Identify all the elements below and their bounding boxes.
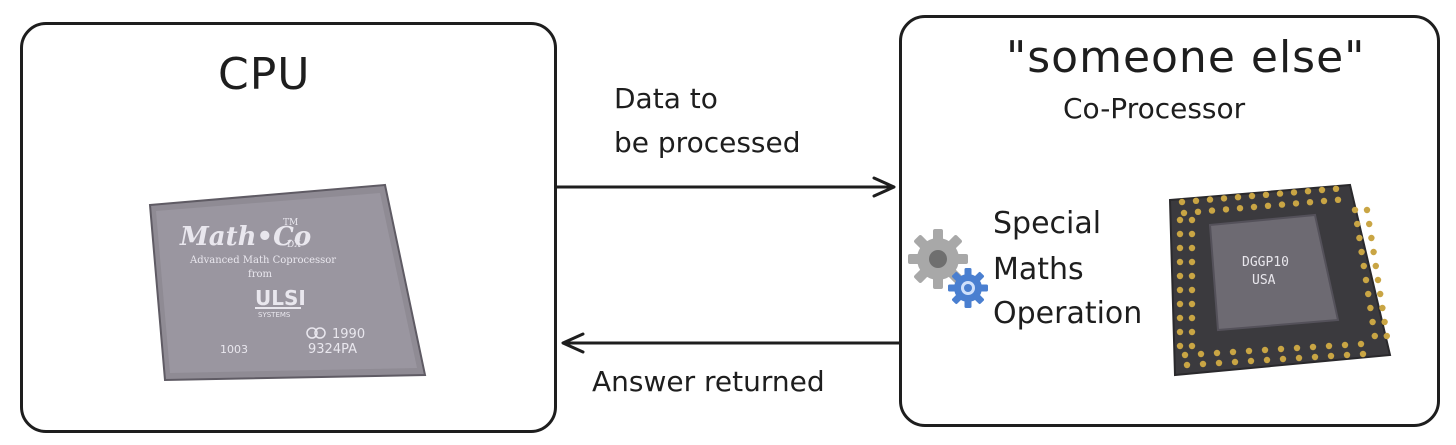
operation-label-line3: Operation <box>993 296 1143 331</box>
arrow-response-label: Answer returned <box>592 365 825 398</box>
gear-icon <box>948 268 988 308</box>
chip-line1: Advanced Math Coprocessor <box>189 255 336 266</box>
chip-brand-subscript: DX <box>287 240 301 250</box>
pga-chip-line1: DGGP10 <box>1242 255 1289 270</box>
chip-serial: 1003 <box>220 343 248 356</box>
math-coprocessor-chip-image: Math•Co TM DX Advanced Math Coprocessor … <box>148 183 427 382</box>
chip-maker-sub: SYSTEMS <box>258 311 291 319</box>
coprocessor-chip-image: DGGP10 USA <box>1168 183 1392 377</box>
arrow-response <box>561 332 902 354</box>
chip-maker: ULSI <box>255 286 306 310</box>
arrow-request <box>555 176 896 198</box>
operation-label-line1: Special <box>993 206 1102 241</box>
arrow-request-label-line2: be processed <box>614 126 801 159</box>
operation-label-line2: Maths <box>993 252 1084 287</box>
pga-chip-line2: USA <box>1252 273 1276 288</box>
chip-year: 1990 <box>332 327 365 342</box>
chip-brand-superscript: TM <box>283 218 298 228</box>
coprocessor-title: "someone else" <box>1006 32 1366 83</box>
arrow-request-label-line1: Data to <box>614 82 718 115</box>
chip-brand-text: Math•Co <box>179 222 311 252</box>
cpu-title: CPU <box>218 49 311 100</box>
coprocessor-subtitle: Co-Processor <box>1063 92 1246 125</box>
chip-code: 9324PA <box>308 342 357 357</box>
chip-line2: from <box>248 269 273 280</box>
